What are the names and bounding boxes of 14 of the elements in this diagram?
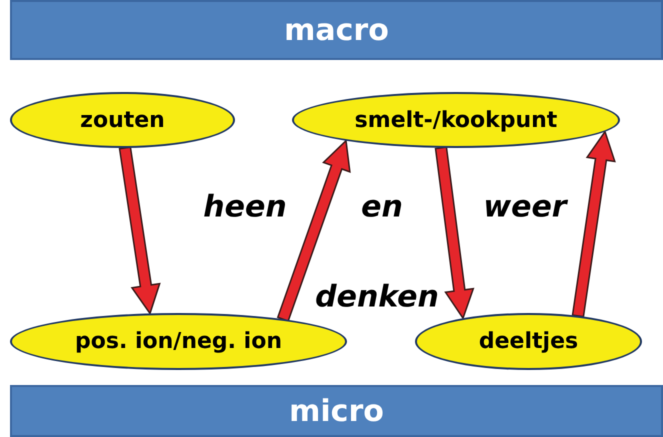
concept-ellipse: smelt-/kookpunt	[292, 92, 620, 148]
annotation-text: en	[361, 190, 403, 224]
title-band: macro	[10, 0, 663, 60]
arrow	[276, 139, 351, 322]
concept-ellipse: zouten	[10, 92, 235, 148]
concept-ellipse: deeltjes	[415, 313, 642, 370]
annotation-text: weer	[483, 190, 567, 224]
arrow	[572, 130, 616, 318]
concept-ellipse: pos. ion/neg. ion	[10, 313, 347, 370]
title-band: micro	[10, 385, 663, 437]
annotation-text: heen	[203, 190, 287, 224]
arrow	[118, 146, 161, 316]
arrow	[434, 146, 474, 320]
annotation-text: denken	[315, 280, 439, 314]
